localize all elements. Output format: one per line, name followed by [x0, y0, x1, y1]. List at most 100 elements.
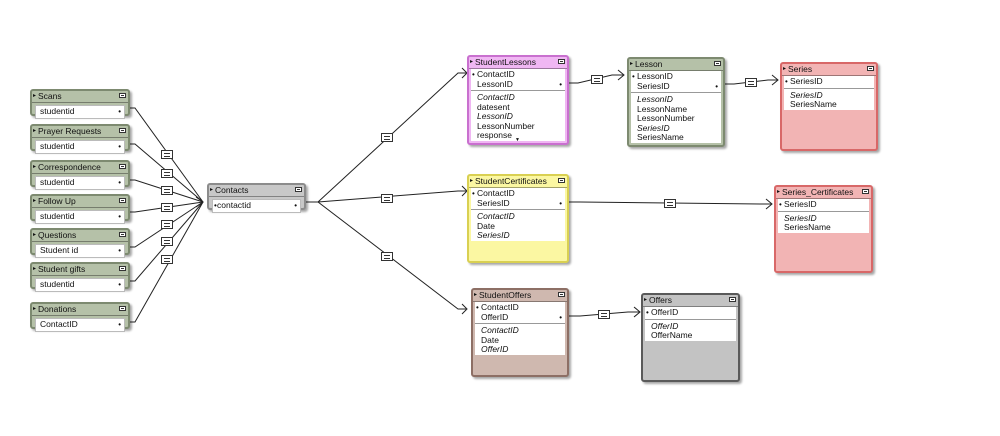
- field[interactable]: •SeriesID: [785, 76, 823, 86]
- join-marker[interactable]: [161, 220, 173, 229]
- table-header[interactable]: ▸ Lesson: [629, 59, 723, 71]
- join-marker[interactable]: [598, 310, 610, 319]
- table-header[interactable]: ▸ Donations: [32, 304, 128, 316]
- join-marker[interactable]: [381, 194, 393, 203]
- field[interactable]: SeriesName: [784, 222, 831, 232]
- table-correspondence[interactable]: ▸ Correspondence studentid•: [30, 160, 130, 190]
- collapse-icon[interactable]: [295, 187, 302, 192]
- join-marker[interactable]: [161, 150, 173, 159]
- table-header[interactable]: ▸ Prayer Requests: [32, 126, 128, 138]
- collapse-icon[interactable]: [119, 198, 126, 203]
- collapse-icon[interactable]: [119, 164, 126, 169]
- table-follow-up[interactable]: ▸ Follow Up studentid•: [30, 194, 130, 224]
- join-marker[interactable]: [161, 237, 173, 246]
- collapse-icon[interactable]: [119, 306, 126, 311]
- table-contacts[interactable]: ▸ Contacts •contactid•: [207, 183, 306, 213]
- table-header[interactable]: ▸ Scans: [32, 91, 128, 103]
- field[interactable]: SeriesID: [637, 122, 670, 133]
- field[interactable]: LessonID: [477, 111, 513, 121]
- table-questions[interactable]: ▸ Questions Student id•: [30, 228, 130, 258]
- table-student-lessons[interactable]: ▸ StudentLessons •ContactID LessonID• Co…: [467, 55, 569, 145]
- table-header[interactable]: ▸ Questions: [32, 230, 128, 242]
- join-marker[interactable]: [161, 186, 173, 195]
- field[interactable]: ContactID: [477, 211, 515, 221]
- table-offers[interactable]: ▸ Offers •OfferID OfferID OfferName: [641, 293, 740, 382]
- field[interactable]: SeriesName: [790, 99, 837, 109]
- field[interactable]: OfferName: [651, 330, 693, 340]
- collapse-icon[interactable]: [119, 232, 126, 237]
- field[interactable]: •ContactID: [476, 302, 519, 312]
- table-header[interactable]: ▸ Series: [782, 64, 876, 76]
- table-header[interactable]: ▸ StudentLessons: [469, 57, 567, 69]
- join-marker[interactable]: [161, 169, 173, 178]
- field[interactable]: SeriesID: [477, 230, 510, 240]
- table-lesson[interactable]: ▸ Lesson •LessonID SeriesID• LessonID Le…: [627, 57, 725, 147]
- table-header[interactable]: ▸ Correspondence: [32, 162, 128, 174]
- join-marker[interactable]: [381, 252, 393, 261]
- table-header[interactable]: ▸ StudentCertificates: [469, 176, 567, 188]
- field[interactable]: SeriesID: [784, 212, 817, 223]
- field[interactable]: studentid•: [40, 106, 121, 116]
- field[interactable]: OfferID•: [481, 311, 562, 322]
- table-student-gifts[interactable]: ▸ Student gifts studentid•: [30, 262, 130, 292]
- field[interactable]: •contactid•: [214, 200, 297, 210]
- field[interactable]: Date: [477, 220, 495, 231]
- collapse-icon[interactable]: [862, 189, 869, 194]
- field[interactable]: response: [477, 130, 512, 140]
- field[interactable]: •OfferID: [646, 307, 679, 317]
- field[interactable]: SeriesID: [790, 89, 823, 100]
- field[interactable]: LessonNumber: [637, 113, 695, 123]
- join-marker[interactable]: [161, 255, 173, 264]
- join-marker[interactable]: [381, 133, 393, 142]
- join-marker[interactable]: [664, 199, 676, 208]
- field[interactable]: SeriesID•: [637, 80, 718, 91]
- table-scans[interactable]: ▸ Scans studentid•: [30, 89, 130, 119]
- scroll-down-icon[interactable]: ▼: [515, 137, 520, 143]
- field[interactable]: OfferID: [651, 320, 679, 331]
- field[interactable]: studentid•: [40, 141, 121, 151]
- collapse-icon[interactable]: [558, 178, 565, 183]
- field[interactable]: ContactID: [481, 325, 519, 335]
- table-header[interactable]: ▸ Contacts: [209, 185, 304, 197]
- table-header[interactable]: ▸ StudentOffers: [473, 290, 567, 302]
- collapse-icon[interactable]: [867, 66, 874, 71]
- field[interactable]: LessonNumber: [477, 120, 535, 131]
- field[interactable]: studentid•: [40, 211, 121, 221]
- table-header[interactable]: ▸ Offers: [643, 295, 738, 307]
- field[interactable]: LessonName: [637, 103, 688, 114]
- collapse-icon[interactable]: [119, 266, 126, 271]
- collapse-icon[interactable]: [558, 59, 565, 64]
- table-header[interactable]: ▸ Student gifts: [32, 264, 128, 276]
- field[interactable]: •ContactID: [472, 188, 515, 198]
- field[interactable]: datesent: [477, 101, 510, 112]
- field[interactable]: SeriesName: [637, 132, 684, 142]
- field[interactable]: Date: [481, 334, 499, 345]
- field[interactable]: •SeriesID: [779, 199, 817, 209]
- table-series[interactable]: ▸ Series •SeriesID SeriesID SeriesName: [780, 62, 878, 151]
- field[interactable]: OfferID: [481, 344, 509, 354]
- field[interactable]: •ContactID: [472, 69, 515, 79]
- field[interactable]: LessonID: [637, 94, 673, 104]
- join-marker[interactable]: [745, 78, 757, 87]
- table-prayer-requests[interactable]: ▸ Prayer Requests studentid•: [30, 124, 130, 154]
- field[interactable]: LessonID•: [477, 78, 562, 89]
- field[interactable]: studentid•: [40, 279, 121, 289]
- collapse-icon[interactable]: [729, 297, 736, 302]
- field[interactable]: ContactID: [477, 92, 515, 102]
- join-marker[interactable]: [161, 203, 173, 212]
- table-student-certificates[interactable]: ▸ StudentCertificates •ContactID SeriesI…: [467, 174, 569, 263]
- field[interactable]: studentid•: [40, 177, 121, 187]
- field[interactable]: ContactID•: [40, 319, 121, 329]
- table-student-offers[interactable]: ▸ StudentOffers •ContactID OfferID• Cont…: [471, 288, 569, 377]
- table-series-certificates[interactable]: ▸ Series_Certificates •SeriesID SeriesID…: [774, 185, 873, 273]
- join-marker[interactable]: [591, 75, 603, 84]
- table-header[interactable]: ▸ Follow Up: [32, 196, 128, 208]
- table-donations[interactable]: ▸ Donations ContactID•: [30, 302, 130, 332]
- collapse-icon[interactable]: [119, 93, 126, 98]
- collapse-icon[interactable]: [119, 128, 126, 133]
- field[interactable]: SeriesID•: [477, 197, 562, 208]
- field[interactable]: •LessonID: [632, 71, 673, 81]
- table-header[interactable]: ▸ Series_Certificates: [776, 187, 871, 199]
- field[interactable]: Student id•: [40, 245, 121, 255]
- collapse-icon[interactable]: [558, 292, 565, 297]
